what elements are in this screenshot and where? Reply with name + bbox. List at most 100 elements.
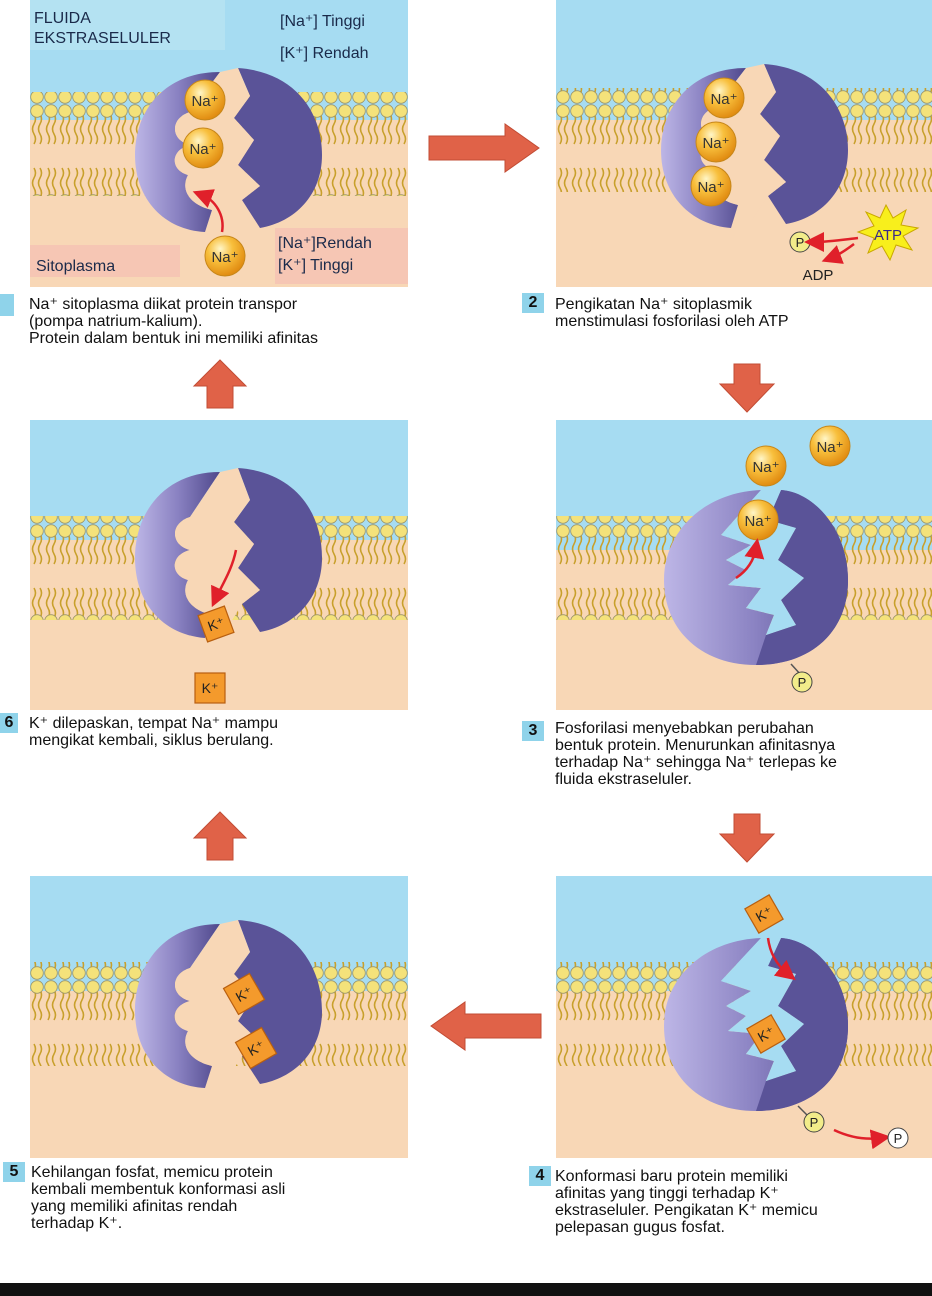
k-ion: K⁺ <box>197 605 235 643</box>
caption-line: K⁺ dilepaskan, tempat Na⁺ mampu <box>29 715 279 732</box>
caption-line: afinitas yang tinggi terhadap K⁺ <box>555 1185 779 1202</box>
step-6-number: 6 <box>0 713 18 733</box>
phosphate: P <box>789 231 811 253</box>
cytoplasm-label-box <box>30 245 180 277</box>
step-5-caption: Kehilangan fosfat, memicu protein kembal… <box>31 1164 285 1232</box>
pump-diagram-step-4: K⁺ K⁺ P P <box>556 876 932 1158</box>
panel-step-1: Na⁺ Na⁺ Na⁺ FLUIDA EKSTRASELULER [Na⁺] T… <box>30 0 408 287</box>
k-ion-label: K⁺ <box>233 983 255 1005</box>
pump-diagram-step-2: Na⁺ Na⁺ Na⁺ P ATP ADP <box>556 0 932 287</box>
k-ion: K⁺ <box>234 1026 278 1070</box>
caption-line: Protein dalam bentuk ini memiliki afinit… <box>29 330 319 347</box>
phosphate-label: P <box>796 235 805 250</box>
caption-line: Kehilangan fosfat, memicu protein <box>31 1164 273 1181</box>
phosphate-release-arrow <box>833 1128 891 1150</box>
transport-protein <box>661 64 848 228</box>
caption-line: yang memiliki afinitas rendah <box>31 1198 238 1215</box>
k-ion-label: K⁺ <box>205 614 226 635</box>
flow-arrow-left <box>430 1001 542 1051</box>
panel-step-3: P Na⁺ Na⁺ Na⁺ <box>556 420 932 710</box>
step-3-number: 3 <box>522 721 544 741</box>
bottom-bar <box>0 1283 932 1296</box>
flow-arrow-up <box>192 359 248 409</box>
na-ion: Na⁺ <box>695 121 737 163</box>
step-6-caption: K⁺ dilepaskan, tempat Na⁺ mampu mengikat… <box>29 715 278 749</box>
phosphate-label: P <box>810 1115 819 1130</box>
caption-line: mengikat kembali, siklus berulang. <box>29 732 274 749</box>
extracellular-label-box <box>30 0 225 50</box>
caption-line: (pompa natrium-kalium). <box>29 313 203 330</box>
caption-line: pelepasan gugus fosfat. <box>555 1219 725 1236</box>
outer-k-conc: [K⁺] Rendah <box>280 45 369 62</box>
flow-arrow-down <box>718 813 776 863</box>
inner-na-conc: [Na⁺]Rendah <box>278 235 372 252</box>
panel-step-6: K⁺ K⁺ <box>30 420 408 710</box>
step-1-number <box>0 294 14 316</box>
adp-label: ADP <box>803 267 834 284</box>
na-ion-label: Na⁺ <box>744 513 771 530</box>
release-arrow <box>735 538 765 580</box>
na-ion-label: Na⁺ <box>710 91 737 108</box>
caption-line: Na⁺ sitoplasma diikat protein transpor <box>29 296 298 313</box>
na-ion: Na⁺ <box>182 127 224 169</box>
na-ion: Na⁺ <box>703 77 745 119</box>
extracellular-label-1: FLUIDA <box>34 10 91 27</box>
pump-diagram-step-1: Na⁺ Na⁺ Na⁺ FLUIDA EKSTRASELULER [Na⁺] T… <box>30 0 408 287</box>
k-ion-label: K⁺ <box>755 1023 777 1045</box>
k-ion-label: K⁺ <box>202 680 219 696</box>
phosphate-label: P <box>798 675 807 690</box>
caption-line: ekstraseluler. Pengikatan K⁺ memicu <box>555 1202 818 1219</box>
pump-diagram-step-6: K⁺ K⁺ <box>30 420 408 710</box>
na-ion: Na⁺ <box>204 235 246 277</box>
transport-protein <box>135 468 322 638</box>
na-ion: Na⁺ <box>737 499 779 541</box>
released-phosphate-label: P <box>894 1131 903 1146</box>
pump-diagram-step-5: K⁺ K⁺ <box>30 876 408 1158</box>
step-3-caption: Fosforilasi menyebabkan perubahan bentuk… <box>555 720 837 788</box>
flow-arrow-up <box>192 811 248 861</box>
outer-na-conc: [Na⁺] Tinggi <box>280 13 365 30</box>
released-phosphate: P <box>887 1127 909 1149</box>
atp-starburst: ATP <box>856 203 920 262</box>
na-ion: Na⁺ <box>184 79 226 121</box>
caption-line: terhadap K⁺. <box>31 1215 123 1232</box>
na-ion-label: Na⁺ <box>702 135 729 152</box>
inner-k-conc: [K⁺] Tinggi <box>278 257 353 274</box>
caption-line: Pengikatan Na⁺ sitoplasmik <box>555 296 752 313</box>
phosphate-bond <box>797 1105 809 1117</box>
atp-label: ATP <box>874 227 902 244</box>
flow-arrow-right <box>428 123 540 173</box>
na-ion-label: Na⁺ <box>697 179 724 196</box>
transport-protein <box>135 920 322 1088</box>
k-ion-label: K⁺ <box>245 1037 267 1059</box>
na-ion-label: Na⁺ <box>191 93 218 110</box>
k-ion: K⁺ <box>222 972 266 1016</box>
cytoplasm-label: Sitoplasma <box>36 258 115 275</box>
caption-line: fluida ekstraseluler. <box>555 771 692 788</box>
k-ion: K⁺ <box>746 1014 786 1054</box>
step-5-number: 5 <box>3 1162 25 1182</box>
na-ion: Na⁺ <box>690 165 732 207</box>
adp-arrow <box>821 242 855 264</box>
inner-conc-box <box>275 228 408 284</box>
na-ion-label: Na⁺ <box>752 459 779 476</box>
panel-step-2: Na⁺ Na⁺ Na⁺ P ATP ADP <box>556 0 932 287</box>
caption-line: menstimulasi fosforilasi oleh ATP <box>555 313 789 330</box>
step-2-caption: Pengikatan Na⁺ sitoplasmik menstimulasi … <box>555 296 789 330</box>
extracellular-label-2: EKSTRASELULER <box>34 30 171 47</box>
na-ion-label: Na⁺ <box>816 439 843 456</box>
step-4-number: 4 <box>529 1166 551 1186</box>
step-2-number: 2 <box>522 293 544 313</box>
release-arrow <box>211 549 238 608</box>
binding-arrow <box>766 937 796 981</box>
phosphorylation-arrow <box>804 231 859 252</box>
caption-line: bentuk protein. Menurunkan afinitasnya <box>555 737 836 754</box>
step-4-caption: Konformasi baru protein memiliki afinita… <box>555 1168 818 1236</box>
phosphate: P <box>803 1111 825 1133</box>
caption-line: terhadap Na⁺ sehingga Na⁺ terlepas ke <box>555 754 837 771</box>
na-ion-label: Na⁺ <box>189 141 216 158</box>
caption-line: kembali membentuk konformasi asli <box>31 1181 286 1198</box>
flow-arrow-down <box>718 363 776 413</box>
step-1-caption: Na⁺ sitoplasma diikat protein transpor (… <box>29 296 318 347</box>
k-ion-label: K⁺ <box>753 903 775 925</box>
